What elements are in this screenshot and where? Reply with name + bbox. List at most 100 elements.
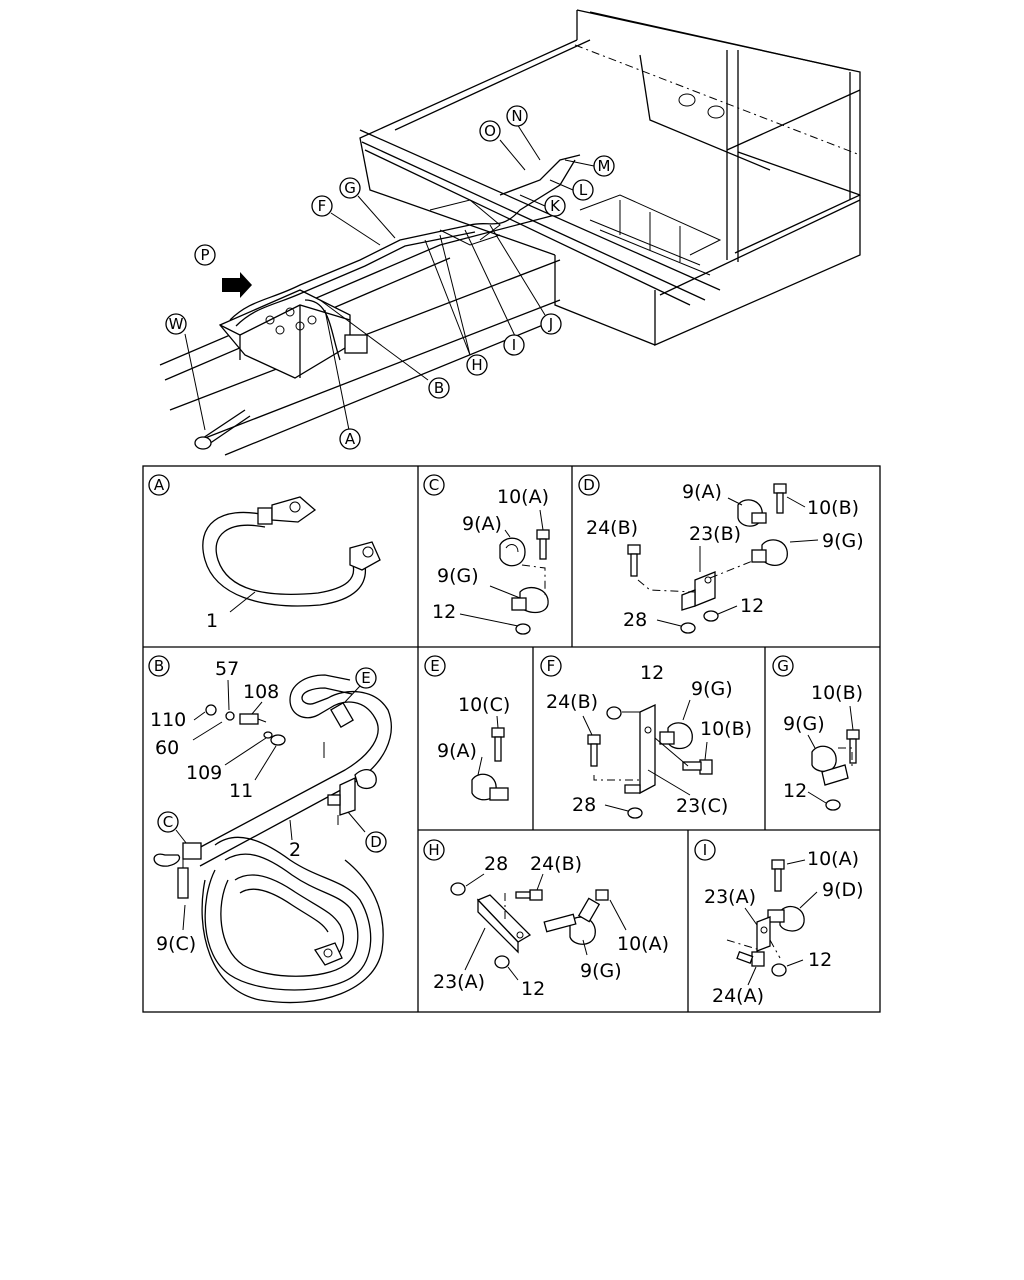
label-h-28: 28 bbox=[484, 853, 508, 875]
label-i-9d: 9(D) bbox=[822, 879, 864, 901]
battery-cables bbox=[229, 154, 581, 361]
bolt-icon-2 bbox=[682, 759, 713, 775]
detail-grid bbox=[142, 465, 881, 1013]
panel-f: F 12 9(G) 24(B) 10(B) 28 23(C) bbox=[540, 655, 752, 819]
bolt-icon bbox=[771, 859, 785, 892]
callout-b-c: C bbox=[163, 813, 173, 831]
label-f-10b: 10(B) bbox=[700, 718, 752, 740]
panel-a-id: A bbox=[154, 476, 165, 494]
callout-g: G bbox=[344, 179, 356, 197]
label-h-10a: 10(A) bbox=[617, 933, 669, 955]
overview-leaders bbox=[184, 123, 595, 431]
callout-b-d: D bbox=[370, 833, 382, 851]
nut-icon bbox=[771, 963, 787, 977]
bracket-icon bbox=[476, 894, 532, 954]
label-f-24b: 24(B) bbox=[546, 691, 598, 713]
label-d-28: 28 bbox=[623, 609, 647, 631]
callout-f: F bbox=[318, 197, 327, 215]
callout-k: K bbox=[550, 197, 561, 215]
label-a-1: 1 bbox=[206, 610, 218, 632]
panel-b: B 57 108 110 60 109 11 2 9(C) E bbox=[148, 655, 392, 1004]
label-g-9g: 9(G) bbox=[783, 713, 825, 735]
callout-w: W bbox=[169, 315, 184, 333]
callout-o: O bbox=[484, 122, 496, 140]
bolt-icon bbox=[773, 483, 787, 514]
label-d-9a: 9(A) bbox=[682, 481, 722, 503]
nut-icon bbox=[450, 882, 466, 896]
bracket-icon bbox=[681, 571, 716, 611]
label-h-12: 12 bbox=[521, 978, 545, 1000]
nut-icon bbox=[205, 704, 217, 716]
label-b-2: 2 bbox=[289, 839, 301, 861]
clip-icon bbox=[737, 499, 767, 527]
bolt-icon bbox=[587, 734, 601, 767]
panel-g-id: G bbox=[777, 657, 789, 675]
panel-h-id: H bbox=[428, 841, 439, 859]
nut-icon-2 bbox=[627, 807, 643, 819]
nut-icon-2 bbox=[494, 955, 510, 969]
panel-f-id: F bbox=[547, 657, 556, 675]
label-b-109: 109 bbox=[186, 762, 222, 784]
bolt-icon bbox=[846, 729, 860, 764]
label-i-10a: 10(A) bbox=[807, 848, 859, 870]
label-d-9g: 9(G) bbox=[822, 530, 864, 552]
callout-a: A bbox=[345, 430, 356, 448]
washer-icon-2 bbox=[270, 734, 286, 746]
coiled-hose bbox=[201, 836, 384, 1004]
label-b-9c: 9(C) bbox=[156, 933, 196, 955]
bolt-icon-2 bbox=[577, 889, 609, 923]
panel-b-id: B bbox=[154, 657, 164, 675]
nut-icon bbox=[515, 623, 531, 635]
cable-rod bbox=[194, 409, 251, 450]
label-f-28: 28 bbox=[572, 794, 596, 816]
panel-a: A 1 bbox=[148, 474, 381, 632]
callout-m: M bbox=[598, 157, 611, 175]
nut-icon bbox=[825, 799, 841, 811]
nut-icon-2 bbox=[680, 622, 696, 634]
callout-j: J bbox=[548, 315, 553, 333]
label-b-11: 11 bbox=[229, 780, 253, 802]
label-d-23b: 23(B) bbox=[689, 523, 741, 545]
panel-h: H 28 24(B) 10(A) 23(A) 9(G) 12 bbox=[423, 839, 669, 1000]
vehicle-overview: N O M L K G F P J I H W B A bbox=[159, 9, 861, 456]
view-arrow-p bbox=[222, 272, 252, 298]
label-d-24b: 24(B) bbox=[586, 517, 638, 539]
cargo-body-frame bbox=[359, 9, 861, 346]
bolt-icon bbox=[536, 529, 550, 560]
bracket-icon bbox=[327, 769, 377, 825]
panel-g: G 10(B) 9(G) 12 bbox=[772, 655, 863, 811]
label-c-9a: 9(A) bbox=[462, 513, 502, 535]
nut-icon bbox=[606, 706, 622, 720]
washer-icon bbox=[225, 711, 235, 721]
label-b-108: 108 bbox=[243, 681, 279, 703]
label-d-10b: 10(B) bbox=[807, 497, 859, 519]
callout-n: N bbox=[511, 107, 522, 125]
panel-c-id: C bbox=[429, 476, 439, 494]
callout-i: I bbox=[512, 336, 516, 354]
clip-icon bbox=[471, 773, 509, 801]
fitting-icon bbox=[239, 713, 267, 725]
label-b-60: 60 bbox=[155, 737, 179, 759]
clip-icon-2 bbox=[751, 539, 788, 567]
panel-d: D 9(A) 10(B) 24(B) 23(B) 9(G) 12 28 bbox=[578, 474, 864, 634]
bolt-icon-2 bbox=[736, 950, 765, 967]
label-g-12: 12 bbox=[783, 780, 807, 802]
label-i-23a: 23(A) bbox=[704, 886, 756, 908]
label-e-10c: 10(C) bbox=[458, 694, 510, 716]
terminal-lug-icon bbox=[313, 942, 343, 966]
label-h-24b: 24(B) bbox=[530, 853, 582, 875]
panel-i: I 10(A) 9(D) 23(A) 12 24(A) bbox=[694, 839, 864, 1007]
label-f-23c: 23(C) bbox=[676, 795, 728, 817]
clip-icon-2 bbox=[511, 586, 549, 614]
label-c-9g: 9(G) bbox=[437, 565, 479, 587]
panel-d-id: D bbox=[583, 476, 595, 494]
label-c-12: 12 bbox=[432, 601, 456, 623]
bracket-icon bbox=[624, 703, 656, 795]
label-g-10b: 10(B) bbox=[811, 682, 863, 704]
callout-b: B bbox=[434, 379, 444, 397]
panel-i-id: I bbox=[703, 841, 707, 859]
label-i-12: 12 bbox=[808, 949, 832, 971]
callout-h: H bbox=[471, 356, 482, 374]
overview-callouts: N O M L K G F P J I H W B A bbox=[165, 105, 615, 450]
nut-icon bbox=[703, 610, 719, 622]
